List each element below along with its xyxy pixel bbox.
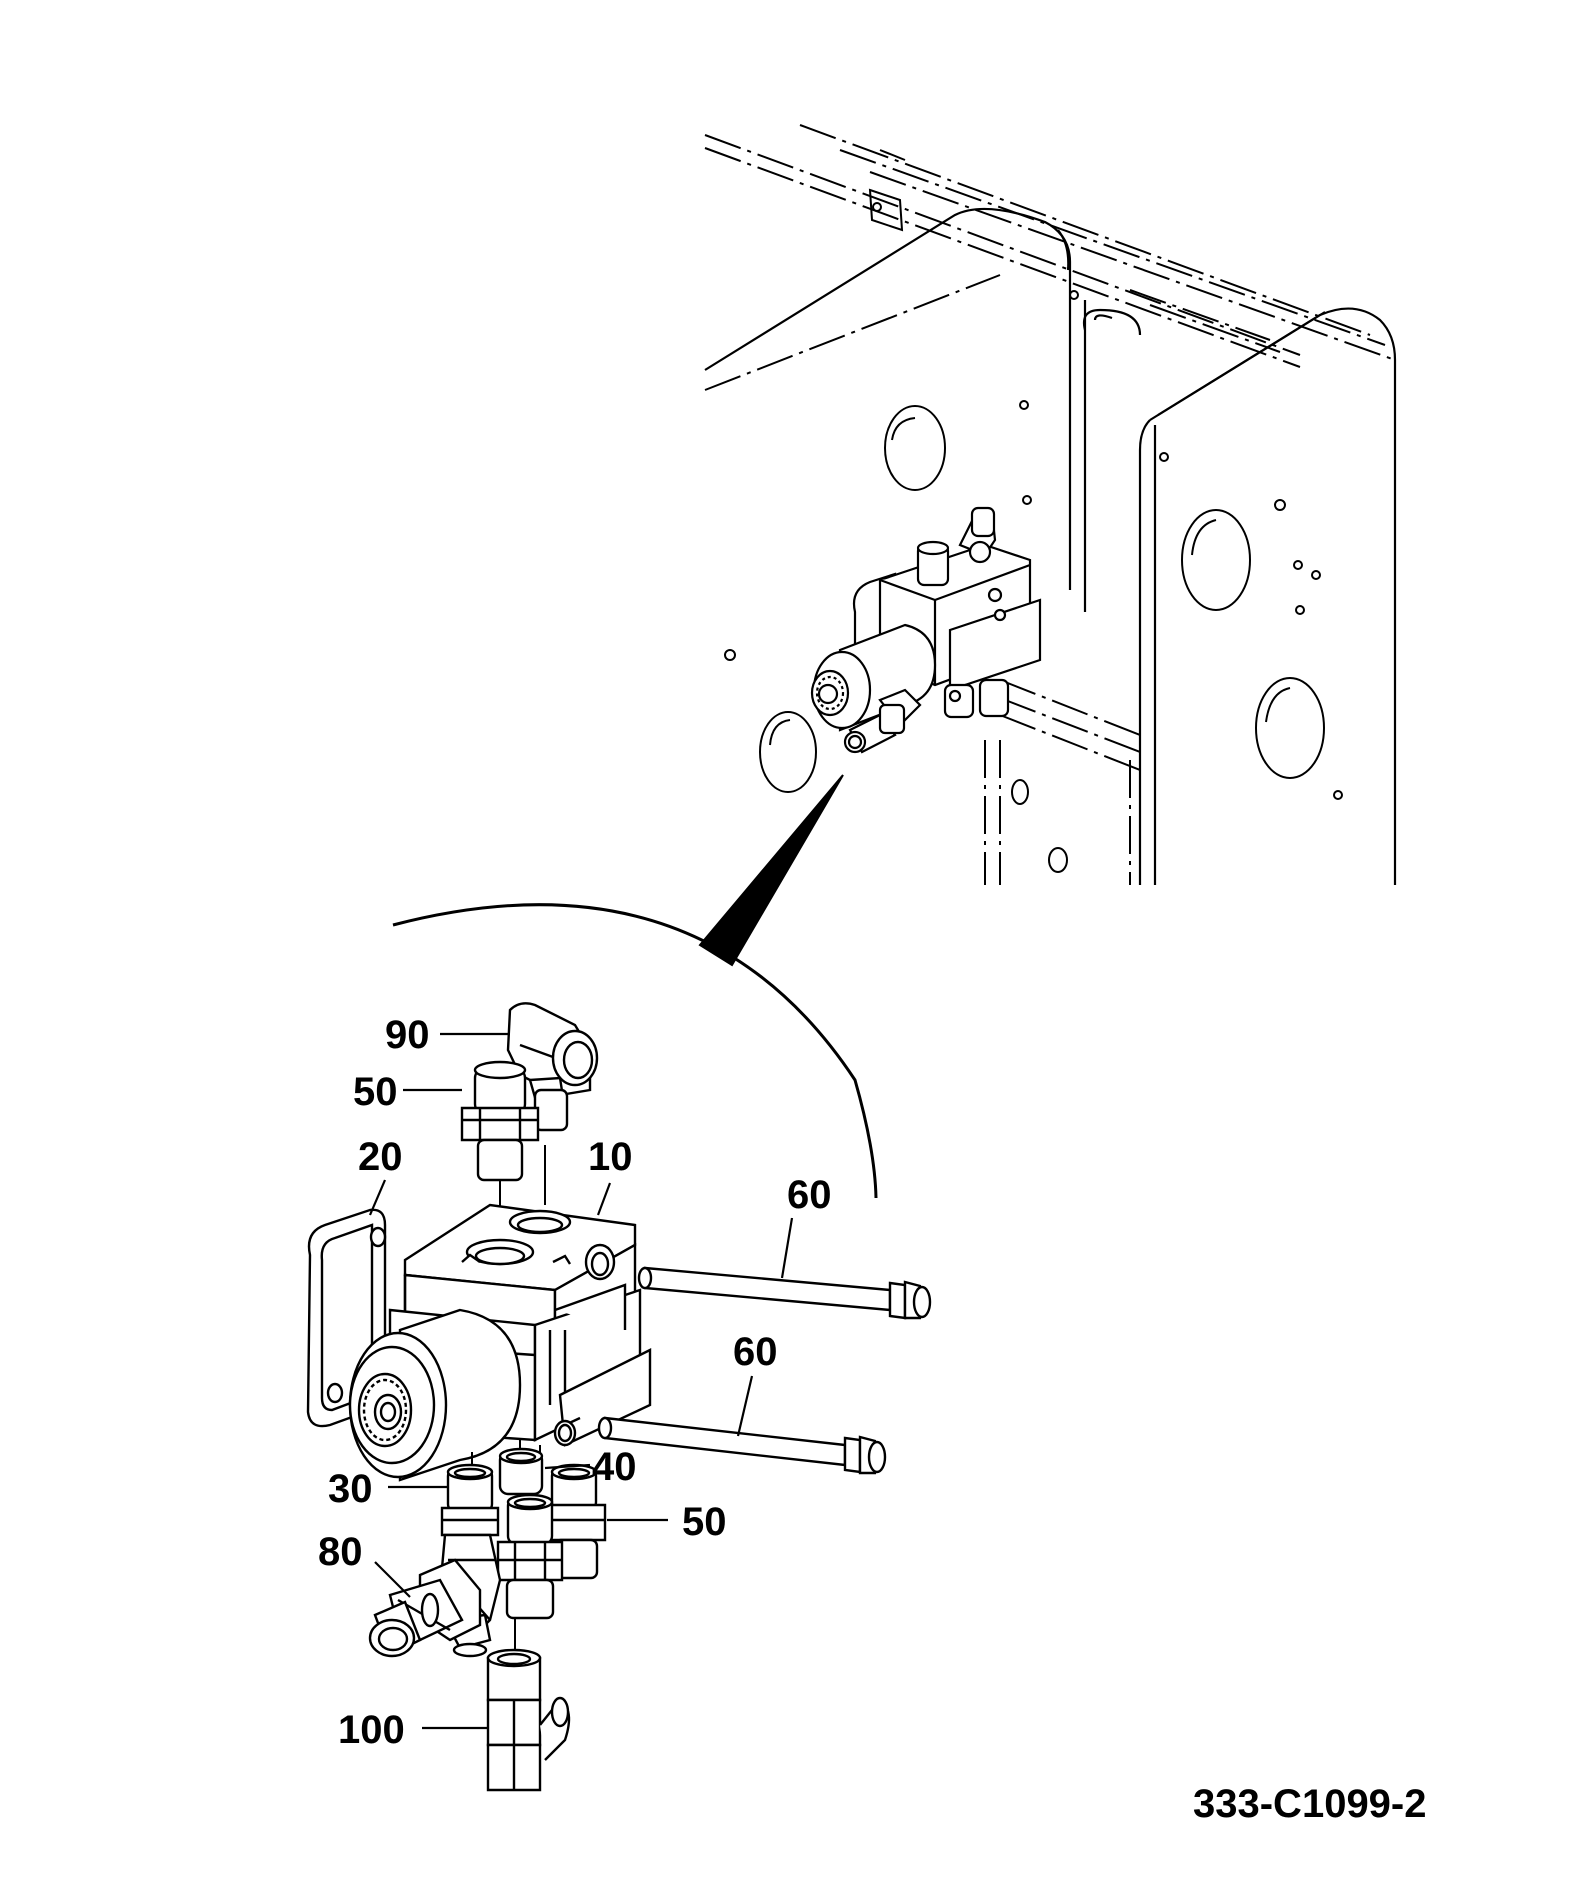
- center-lower-adapter: [496, 1493, 564, 1620]
- solenoid-coil: [348, 1308, 522, 1482]
- callout-90: 90: [385, 1013, 430, 1057]
- callout-100: 100: [338, 1708, 405, 1752]
- drawing-code: 333-C1099-2: [1193, 1782, 1427, 1826]
- callout-20: 20: [358, 1135, 403, 1179]
- callout-10: 10: [588, 1135, 633, 1179]
- part-90-elbow-fitting: [506, 1002, 599, 1132]
- part-50-top-adapter: [460, 1060, 540, 1182]
- chassis-frame: [704, 124, 1397, 885]
- detail-view-arc: [392, 903, 878, 1199]
- callout-leaders: [368, 1032, 794, 1730]
- part-60-lower-bolt: [597, 1416, 887, 1475]
- detail-leader-wedge: [698, 774, 844, 967]
- part-100-tee-fitting: [486, 1648, 571, 1792]
- callout-40: 40: [592, 1445, 637, 1489]
- part-60-upper-bolt: [637, 1266, 932, 1320]
- exploded-detail: [306, 1002, 932, 1792]
- part-40-fitting: [498, 1447, 544, 1496]
- part-30-fitting: [440, 1463, 500, 1537]
- callout-80: 80: [318, 1530, 363, 1574]
- callout-60-lower: 60: [733, 1330, 778, 1374]
- callout-60-upper: 60: [787, 1173, 832, 1217]
- callout-30: 30: [328, 1467, 373, 1511]
- callout-50-bottom: 50: [682, 1500, 727, 1544]
- installed-valve-assembly: [810, 506, 1042, 754]
- callout-50-top: 50: [353, 1070, 398, 1114]
- part-50-bottom-adapter: [543, 1463, 607, 1580]
